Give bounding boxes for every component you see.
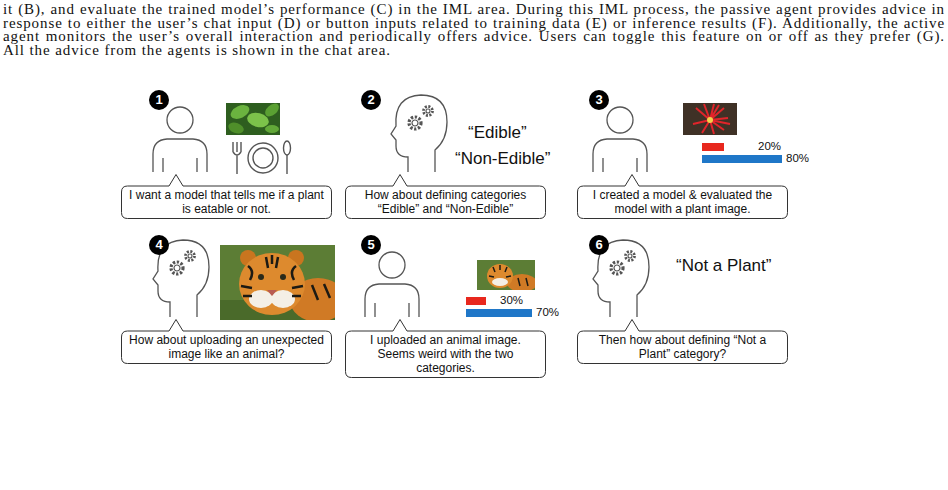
cutlery-icon <box>233 141 291 174</box>
step-number-text: 5 <box>361 235 381 255</box>
user-icon <box>593 107 647 172</box>
bubble-shape <box>578 320 788 364</box>
percent-label: 80% <box>786 152 809 164</box>
percent-label: 30% <box>500 294 523 306</box>
number-disc <box>361 90 381 110</box>
number-disc <box>149 90 169 110</box>
bar-non-edible <box>702 155 782 163</box>
spoon <box>284 141 291 155</box>
speech-bubble: Then how about defining “Not a Plant” ca… <box>577 319 788 364</box>
category-label: “Not a Plant” <box>676 256 771 276</box>
tiger-photo-small <box>477 260 535 290</box>
leaf <box>265 125 279 133</box>
bubble-shape <box>122 175 332 219</box>
step-number-text: 4 <box>149 235 169 255</box>
category-label: “Non-Edible” <box>455 149 550 169</box>
percent-label: 70% <box>536 306 559 318</box>
number-disc <box>589 235 609 255</box>
bar-non-edible <box>466 309 532 317</box>
tiger-eye <box>280 274 286 280</box>
speech-bubble: How about defining categories “Edible” a… <box>345 174 546 219</box>
bubble-text: I uploaded an animal image. Seems weird … <box>350 333 541 375</box>
bubble-text: I want a model that tells me if a plant … <box>126 188 327 216</box>
step-number: 2 <box>361 90 381 110</box>
step-number: 4 <box>149 235 169 255</box>
bubble-shape <box>122 320 332 364</box>
body-text: it (B), and evaluate the trained model’s… <box>3 3 945 57</box>
step-number-text: 3 <box>589 90 609 110</box>
bubble-text: I created a model & evaluated the model … <box>582 188 783 216</box>
tiger-cheek <box>492 278 508 286</box>
number-disc <box>589 90 609 110</box>
photo-bg <box>683 103 737 135</box>
category-label: “Edible” <box>468 123 527 143</box>
leaf <box>227 121 245 136</box>
flower-center <box>707 117 713 123</box>
fork <box>233 142 241 174</box>
plate <box>248 143 278 173</box>
bubble-text: How about uploading an unexpected image … <box>126 333 327 361</box>
agent-icon <box>391 95 447 172</box>
step-number: 5 <box>361 235 381 255</box>
user-icon <box>153 107 207 172</box>
plant-photo <box>226 101 281 135</box>
plate-inner <box>253 148 273 168</box>
speech-bubble: I want a model that tells me if a plant … <box>121 174 332 219</box>
leaf <box>263 101 282 119</box>
bubble-shape <box>578 175 788 219</box>
speech-bubble: I created a model & evaluated the model … <box>577 174 788 219</box>
number-disc <box>361 235 381 255</box>
step-number: 6 <box>589 235 609 255</box>
bubble-shape <box>346 320 546 378</box>
step-number-text: 2 <box>361 90 381 110</box>
petals <box>693 104 730 134</box>
bar-edible <box>466 297 486 305</box>
speech-bubble: How about uploading an unexpected image … <box>121 319 332 364</box>
bubble-text: How about defining categories “Edible” a… <box>350 188 541 216</box>
bar-edible <box>702 143 724 151</box>
step-number: 3 <box>589 90 609 110</box>
step-number: 1 <box>149 90 169 110</box>
step-number-text: 1 <box>149 90 169 110</box>
tiger-eye <box>258 274 264 280</box>
number-disc <box>149 235 169 255</box>
flower-photo <box>683 103 737 135</box>
user-icon <box>365 252 419 317</box>
bubble-shape <box>346 175 546 219</box>
speech-bubble: I uploaded an animal image. Seems weird … <box>345 319 546 378</box>
tiger-nose <box>267 290 277 296</box>
step-number-text: 6 <box>589 235 609 255</box>
bubble-text: Then how about defining “Not a Plant” ca… <box>582 333 783 361</box>
tiger-stripes <box>489 265 528 286</box>
spoon-handle <box>286 155 287 174</box>
percent-label: 20% <box>758 140 781 152</box>
tiger-stripes <box>241 255 330 300</box>
tiger-photo <box>220 245 335 320</box>
